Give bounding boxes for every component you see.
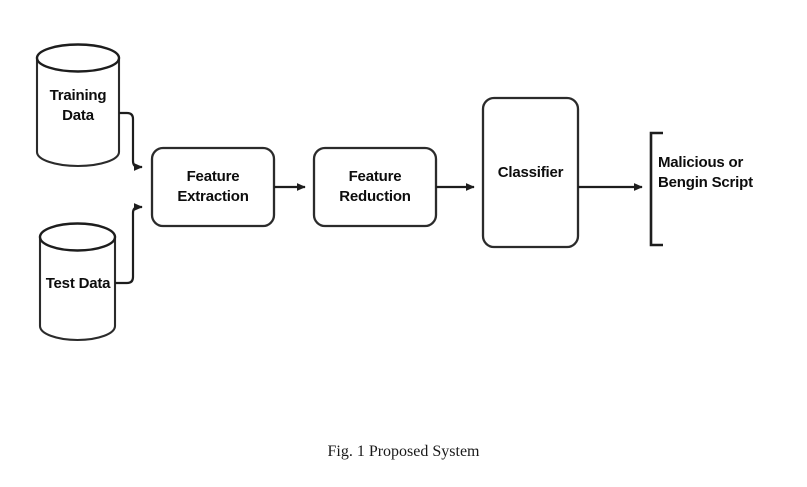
node-feature-reduction (312, 146, 438, 228)
node-output-bracket (649, 131, 663, 247)
node-classifier (481, 96, 580, 249)
node-test-data (38, 222, 117, 342)
figure-caption: Fig. 1 Proposed System (327, 443, 480, 460)
node-feature-extraction (150, 146, 276, 228)
node-training-data (35, 43, 121, 168)
edge-test-to-extraction (115, 203, 143, 285)
edge-training-to-extraction (119, 111, 143, 171)
